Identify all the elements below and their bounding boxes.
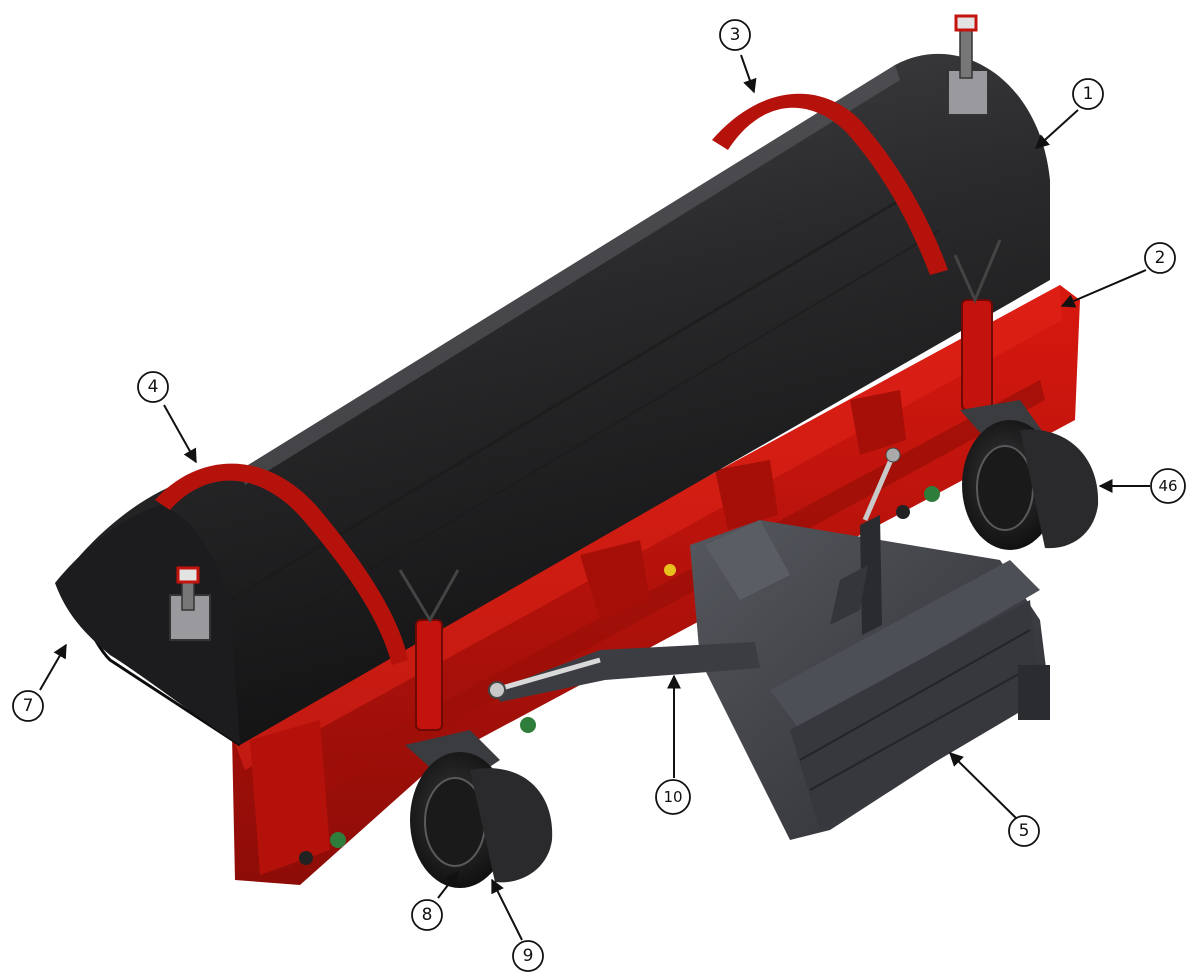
callout-3: 3 — [719, 19, 751, 51]
callout-46: 46 — [1150, 468, 1186, 504]
mounting-frame — [488, 447, 1050, 840]
leader-1 — [1034, 109, 1079, 149]
leader-7 — [39, 643, 67, 691]
callout-5: 5 — [1008, 815, 1040, 847]
mouldboard-blade — [55, 14, 1050, 747]
leader-4 — [163, 404, 197, 464]
callout-3-label: 3 — [730, 25, 741, 45]
callout-10-label: 10 — [663, 788, 682, 806]
callout-5-label: 5 — [1019, 821, 1030, 841]
callout-balloons: 1 2 3 4 5 7 8 9 — [12, 19, 1186, 972]
leader-3 — [740, 54, 757, 94]
callout-9: 9 — [512, 940, 544, 972]
leader-2 — [1060, 269, 1147, 308]
leader-9 — [491, 878, 523, 941]
left-wheel — [405, 730, 553, 888]
callout-10: 10 — [655, 779, 691, 815]
callout-8-label: 8 — [422, 905, 433, 925]
retaining-bands — [155, 93, 948, 665]
callout-7-label: 7 — [23, 696, 34, 716]
right-wheel — [960, 400, 1099, 550]
leader-8 — [437, 870, 459, 899]
callout-1-label: 1 — [1083, 84, 1094, 104]
callout-1: 1 — [1072, 78, 1104, 110]
callout-4-label: 4 — [148, 377, 159, 397]
callout-46-label: 46 — [1158, 477, 1177, 495]
callout-7: 7 — [12, 690, 44, 722]
leader-lines — [39, 54, 1150, 941]
callout-2-label: 2 — [1155, 248, 1166, 268]
callout-8: 8 — [411, 899, 443, 931]
callout-2: 2 — [1144, 242, 1176, 274]
callout-4: 4 — [137, 371, 169, 403]
callout-9-label: 9 — [523, 946, 534, 966]
lift-cylinders — [398, 239, 1002, 731]
leader-5 — [949, 752, 1017, 819]
